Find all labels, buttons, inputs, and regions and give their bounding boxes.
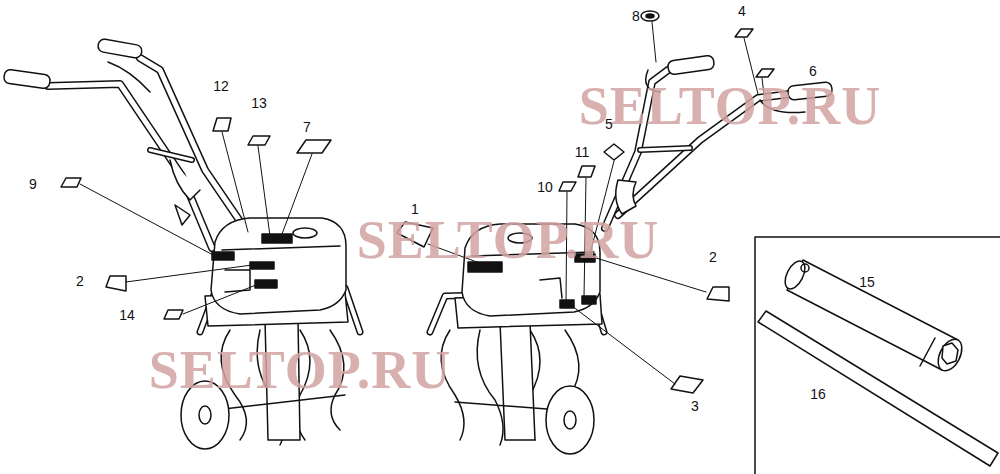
decal bbox=[61, 178, 81, 187]
callout-number: 6 bbox=[809, 64, 817, 78]
handlebar bbox=[3, 69, 51, 89]
tines bbox=[500, 322, 535, 440]
decal bbox=[735, 29, 753, 37]
decal bbox=[646, 14, 654, 18]
tool-inset bbox=[920, 338, 935, 366]
callout-number: 3 bbox=[691, 399, 699, 413]
callout-number: 8 bbox=[632, 9, 640, 23]
handlebar bbox=[140, 58, 250, 236]
tines bbox=[199, 406, 211, 424]
handlebar bbox=[616, 180, 636, 214]
leader-line bbox=[222, 132, 248, 232]
engine bbox=[560, 300, 574, 308]
engine bbox=[293, 228, 317, 238]
callout-number: 7 bbox=[303, 120, 311, 134]
leader-line bbox=[282, 154, 312, 234]
engine bbox=[262, 234, 292, 243]
tool-inset bbox=[781, 258, 809, 292]
tool-inset bbox=[755, 237, 1000, 474]
leader-line bbox=[652, 22, 656, 62]
tool-inset bbox=[942, 343, 958, 364]
tines bbox=[546, 386, 594, 454]
watermark: SELTOP.RU bbox=[579, 79, 882, 133]
engine bbox=[205, 218, 348, 326]
engine bbox=[255, 280, 277, 288]
tiller-illustration bbox=[3, 11, 1000, 474]
callout-number: 14 bbox=[119, 308, 135, 322]
engine bbox=[222, 246, 340, 250]
handlebar bbox=[175, 205, 190, 225]
decal bbox=[756, 69, 774, 77]
handlebar bbox=[170, 160, 200, 200]
callout-number: 13 bbox=[251, 96, 267, 110]
leader-line bbox=[258, 146, 270, 236]
decal bbox=[248, 136, 270, 145]
callout-number: 5 bbox=[605, 117, 613, 131]
watermark: SELTOP.RU bbox=[357, 213, 660, 267]
decal bbox=[61, 11, 774, 393]
leader-line bbox=[126, 265, 252, 282]
handlebar bbox=[640, 148, 690, 150]
callout-number: 2 bbox=[76, 274, 84, 288]
leader-line bbox=[80, 22, 860, 384]
decal bbox=[604, 144, 624, 160]
callout-number: 12 bbox=[213, 79, 229, 93]
decal bbox=[671, 376, 703, 393]
callout-number: 16 bbox=[810, 387, 826, 401]
tines bbox=[565, 330, 579, 395]
callout-number: 2 bbox=[709, 250, 717, 264]
handlebar bbox=[48, 84, 212, 248]
decal bbox=[213, 118, 231, 131]
engine bbox=[540, 278, 562, 298]
leader-line bbox=[80, 184, 213, 255]
handlebar bbox=[640, 148, 690, 150]
handlebar bbox=[108, 62, 150, 92]
handlebar bbox=[140, 58, 250, 236]
callout-number: 11 bbox=[575, 145, 590, 159]
watermark: SELTOP.RU bbox=[149, 343, 452, 397]
tines bbox=[215, 395, 345, 410]
engine bbox=[250, 262, 274, 269]
decal bbox=[559, 182, 576, 191]
tool-inset bbox=[787, 260, 958, 370]
engine bbox=[211, 218, 346, 314]
handlebar bbox=[48, 84, 212, 248]
callout-number: 9 bbox=[29, 177, 37, 191]
callout-number: 10 bbox=[537, 180, 553, 194]
callout-number: 15 bbox=[859, 275, 875, 289]
decal bbox=[106, 276, 126, 291]
handlebar bbox=[3, 38, 250, 248]
decal bbox=[707, 287, 729, 301]
tines bbox=[477, 330, 503, 445]
tines bbox=[441, 322, 594, 454]
tool-inset bbox=[755, 237, 1000, 474]
decal bbox=[297, 140, 331, 153]
decal bbox=[641, 11, 659, 21]
tool-inset bbox=[801, 264, 809, 272]
handlebar bbox=[150, 150, 192, 160]
handlebar bbox=[97, 38, 143, 58]
engine bbox=[212, 252, 234, 260]
handlebar bbox=[667, 55, 715, 75]
tool-inset bbox=[933, 335, 966, 374]
callout-number: 4 bbox=[738, 4, 746, 18]
decal bbox=[578, 166, 595, 177]
tines bbox=[564, 411, 576, 429]
decal bbox=[164, 310, 183, 319]
handlebar bbox=[150, 150, 192, 160]
leader-line bbox=[572, 306, 675, 384]
tines bbox=[455, 402, 560, 410]
leader-line bbox=[183, 285, 256, 314]
